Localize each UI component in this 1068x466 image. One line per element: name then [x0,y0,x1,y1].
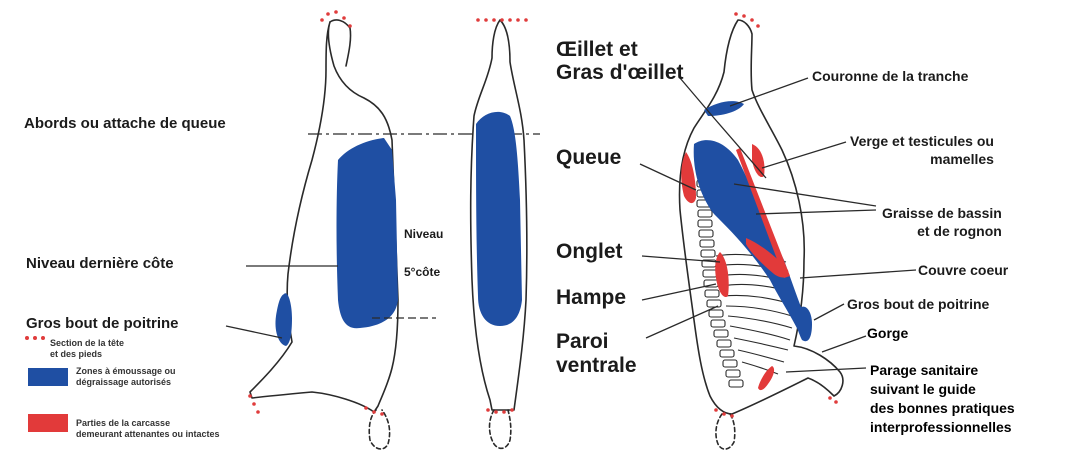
label-oeillet: Œillet et Gras d'œillet [556,38,684,84]
label-niveau-derniere-cote: Niveau dernière côte [26,256,174,273]
legend-section-text: Section de la tête et des pieds [50,338,124,360]
label-gorge: Gorge [867,326,908,341]
label-gros-bout-poitrine-right: Gros bout de poitrine [847,297,989,312]
label-5-cote: 5°côte [404,266,440,279]
label-gros-bout-poitrine-left: Gros bout de poitrine [26,316,179,333]
section-dots-legend [24,334,46,342]
label-queue: Queue [556,146,621,169]
label-couvre-coeur: Couvre coeur [918,263,1008,278]
label-couronne-tranche: Couronne de la tranche [812,69,968,84]
label-verge-testicules: Verge et testicules ou mamelles [850,132,994,168]
label-paroi-ventrale: Paroi ventrale [556,330,637,377]
label-parage-sanitaire: Parage sanitaire suivant le guide des bo… [870,361,1015,437]
legend-swatch-red [28,414,68,432]
label-abords-queue: Abords ou attache de queue [24,116,226,133]
legend-blue-text: Zones à émoussage ou dégraissage autoris… [76,366,176,388]
legend-swatch-blue [28,368,68,386]
legend-red-text: Parties de la carcasse demeurant attenan… [76,418,220,440]
label-niveau: Niveau [404,228,443,241]
label-graisse-bassin: Graisse de bassin et de rognon [882,204,1002,240]
label-onglet: Onglet [556,240,623,263]
label-hampe: Hampe [556,286,626,309]
middle-carcass [471,20,527,448]
